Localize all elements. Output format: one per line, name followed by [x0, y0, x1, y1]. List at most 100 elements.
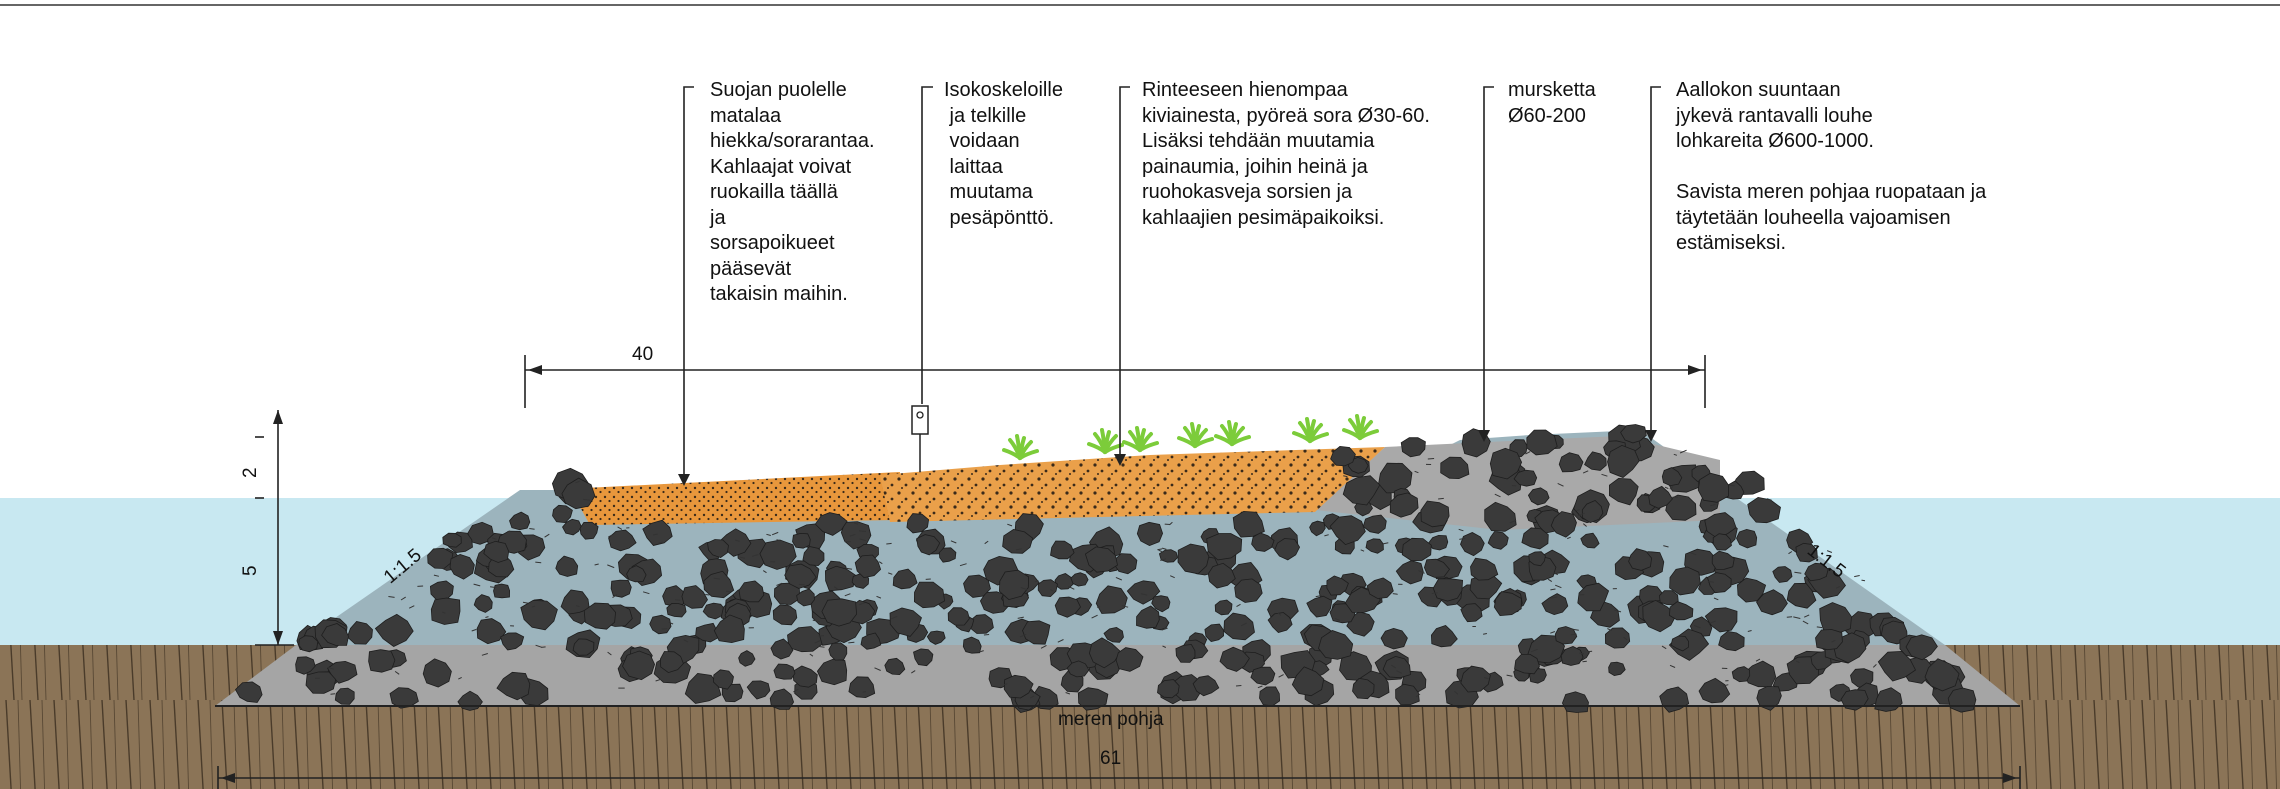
rock-boulder: [1607, 444, 1640, 478]
rock-boulder: [1880, 620, 1908, 645]
rock-boulder: [1513, 469, 1538, 487]
rock-boulder: [1234, 578, 1263, 603]
rock-boulder: [422, 658, 452, 688]
gravel-chip: [1795, 660, 1800, 664]
rock-boulder: [1581, 500, 1604, 524]
gravel-chip: [1140, 593, 1148, 596]
gravel-chip: [683, 639, 689, 643]
gravel-chip: [1766, 498, 1772, 501]
rock-boulder: [1712, 533, 1732, 551]
gravel-chip: [1661, 645, 1667, 650]
gravel-chip: [858, 602, 865, 606]
rock-boulder: [1541, 593, 1569, 616]
rock-boulder: [1204, 623, 1225, 643]
rock-boulder: [1665, 494, 1697, 521]
gravel-chip: [1020, 587, 1028, 591]
height-above-water-label: 2: [240, 467, 261, 478]
gravel-chip: [1458, 528, 1464, 532]
rock-boulder: [1795, 542, 1818, 563]
gravel-chip: [608, 534, 613, 538]
rock-boulder: [1747, 496, 1781, 524]
gravel-chip: [388, 596, 395, 598]
gravel-chip: [1415, 693, 1421, 698]
rock-boulder: [1389, 492, 1419, 518]
rock-boulder: [1420, 500, 1450, 528]
gravel-chip: [1694, 625, 1701, 629]
gravel-chip: [442, 611, 446, 614]
rock-boulders: [235, 424, 1977, 714]
gravel-chip: [531, 605, 536, 608]
gravel-chip: [886, 542, 892, 545]
gravel-chip: [1679, 449, 1687, 454]
rock-boulder: [500, 632, 525, 651]
nest-box: [911, 405, 929, 472]
gravel-chip: [1673, 453, 1678, 456]
rock-boulder: [1136, 521, 1164, 547]
rock-boulder: [1460, 665, 1491, 693]
gravel-chip: [876, 595, 882, 599]
gravel-chip: [1015, 548, 1022, 551]
gravel-chip: [1861, 579, 1866, 582]
gravel-chip: [776, 539, 781, 542]
rock-boulder: [1223, 612, 1255, 641]
rock-boulder: [473, 594, 493, 613]
gravel-chip: [858, 530, 866, 532]
rock-boulder: [1366, 577, 1394, 599]
rock-boulder: [1267, 612, 1293, 633]
gravel-chip: [1158, 549, 1163, 553]
gravel-chip: [833, 586, 838, 590]
rock-boulder: [938, 547, 957, 563]
rock-boulder: [681, 585, 708, 609]
gravel-chip: [1708, 580, 1714, 583]
gravel-chip: [1017, 616, 1024, 619]
callout-breakwater: Aallokon suuntaan jykevä rantavalli louh…: [1676, 79, 1987, 254]
gravel-chip: [1663, 545, 1669, 548]
rock-boulder: [1561, 691, 1589, 713]
gravel-chip: [433, 574, 440, 577]
gravel-chip: [859, 538, 867, 542]
gravel-chip: [1160, 558, 1166, 561]
gravel-chip: [1547, 578, 1553, 583]
rock-boulder: [1815, 629, 1843, 651]
rock-boulder: [1380, 627, 1408, 650]
rock-boulder: [1924, 658, 1960, 692]
reed-plants: [1002, 414, 1379, 460]
gravel-chip: [1826, 550, 1833, 553]
gravel-chip: [1121, 605, 1129, 608]
gravel-chip: [739, 556, 746, 559]
gravel-chip: [812, 619, 820, 623]
gravel-chip: [541, 646, 546, 648]
rock-boulder: [814, 512, 848, 536]
gravel-chip: [751, 554, 759, 557]
rock-boulder: [1608, 661, 1626, 677]
rock-boulder: [854, 554, 882, 579]
rock-boulder: [1736, 528, 1758, 549]
gravel-chip: [327, 666, 334, 670]
rock-boulder: [1711, 550, 1735, 570]
rock-boulder: [787, 626, 823, 653]
rock-boulder: [235, 681, 263, 703]
gravel-chip: [766, 533, 771, 536]
rock-boulder: [1440, 456, 1470, 480]
gravel-chip: [713, 577, 720, 580]
gravel-chip: [983, 634, 990, 636]
gravel-chip: [1831, 639, 1836, 643]
rock-boulder: [848, 676, 876, 699]
gravel-chip: [522, 601, 529, 604]
gravel-chip: [1030, 695, 1035, 699]
rock-boulder: [368, 649, 396, 673]
gravel-chip: [1161, 547, 1167, 550]
rock-boulder: [1736, 577, 1767, 603]
rock-boulder: [1460, 532, 1485, 557]
callout-crushed-stone: mursketta Ø60-200: [1508, 79, 1596, 127]
gravel-chip: [1555, 584, 1562, 589]
callout-shore-beach: Suojan puolelle matalaa hiekka/soraranta…: [710, 79, 875, 305]
rock-boulder: [1718, 630, 1745, 652]
rock-boulder: [321, 623, 349, 646]
rock-boulder: [666, 602, 687, 618]
rock-boulder: [346, 621, 373, 645]
gravel-chip: [1169, 575, 1175, 579]
rock-boulder: [816, 658, 848, 686]
gravel-chip: [458, 676, 462, 680]
gravel-chip: [1854, 575, 1860, 578]
